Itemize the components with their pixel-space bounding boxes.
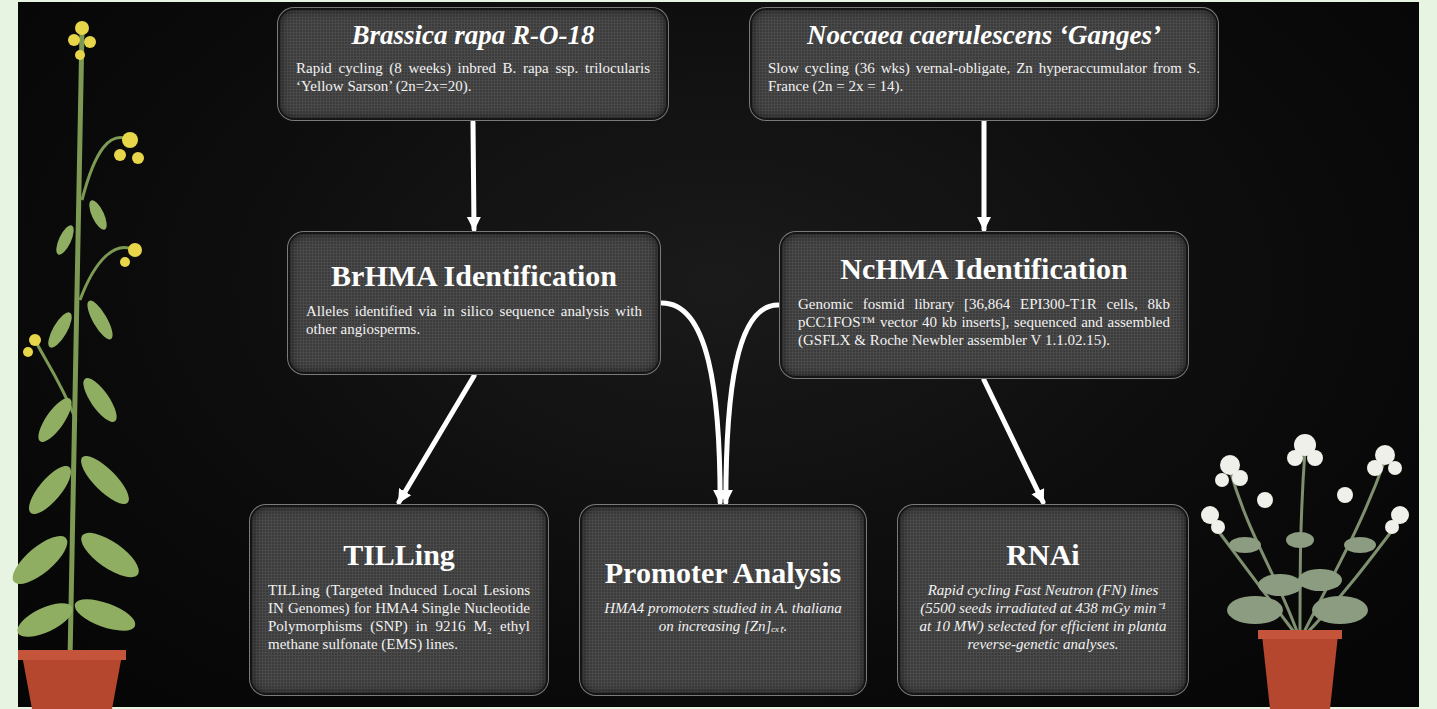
species-box: Brassica rapa R-O-18Rapid cycling (8 wee…: [278, 8, 668, 120]
flow-arrow: [399, 376, 474, 502]
flow-arrow: [984, 380, 1043, 502]
noccaea-plant: [1201, 434, 1409, 709]
method-box: RNAiRapid cycling Fast Neutron (FN) line…: [898, 505, 1188, 695]
box-heading: Promoter Analysis: [598, 556, 848, 591]
method-box: Promoter AnalysisHMA4 promoters studied …: [580, 505, 866, 695]
flow-arrow: [473, 122, 474, 229]
box-heading: RNAi: [916, 538, 1170, 573]
identification-box: BrHMA IdentificationAlleles identified v…: [288, 232, 660, 374]
box-body: Slow cycling (36 wks) vernal-obligate, Z…: [768, 59, 1200, 95]
flow-arrow: [726, 305, 778, 502]
box-body: Rapid cycling (8 weeks) inbred B. rapa s…: [296, 59, 650, 95]
box-body: TILLing (Targeted Induced Local Lesions …: [268, 581, 530, 653]
box-heading: BrHMA Identification: [306, 259, 642, 294]
brassica-plant: [6, 21, 146, 709]
box-heading: NcHMA Identification: [798, 252, 1170, 287]
box-body: HMA4 promoters studied in A. thaliana on…: [598, 599, 848, 635]
box-body: Genomic fosmid library [36,864 EPI300-T1…: [798, 295, 1170, 349]
identification-box: NcHMA IdentificationGenomic fosmid libra…: [780, 232, 1188, 378]
box-heading: Brassica rapa R-O-18: [296, 20, 650, 51]
box-body: Alleles identified via in silico sequenc…: [306, 302, 642, 338]
method-box: TILLingTILLing (Targeted Induced Local L…: [250, 505, 548, 695]
box-body: Rapid cycling Fast Neutron (FN) lines (5…: [916, 581, 1170, 653]
species-box: Noccaea caerulescens ‘Ganges’ Slow cyclin…: [750, 8, 1218, 120]
box-heading: Noccaea caerulescens ‘Ganges’: [768, 20, 1200, 51]
flow-arrow: [662, 303, 720, 502]
box-heading: TILLing: [268, 538, 530, 573]
flow-arrow: [982, 122, 987, 229]
